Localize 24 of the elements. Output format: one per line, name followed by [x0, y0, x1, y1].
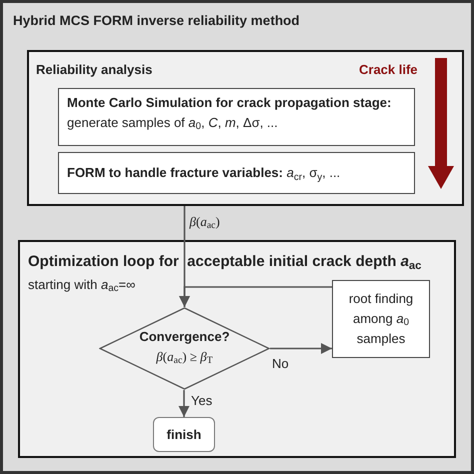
- arrow: [178, 286, 332, 307]
- direction-label: Crack life: [359, 61, 418, 79]
- edge-label: No: [272, 354, 289, 372]
- edge-label: β(a$_{ac}$): [190, 213, 220, 232]
- arrow: [270, 342, 332, 354]
- section-panel: [27, 50, 464, 206]
- panel-heading: Optimization loop for acceptable initial crack depth a$_{ac}$: [28, 252, 422, 274]
- panel-title: Hybrid MCS FORM inverse reliability method: [13, 12, 300, 30]
- box-text: FORM to handle fracture variables: a$_{cr}$, σ$_{y}$, ...: [67, 164, 340, 183]
- box-text: Monte Carlo Simulation for crack propagation stage: generate samples of a$_{0}$, C, m, Δσ, ...: [67, 94, 392, 133]
- box-text: root finding among a$_{0}$ samples: [348, 290, 414, 348]
- decision-question: Convergence?: [139, 328, 230, 346]
- panel-heading: Reliability analysis: [36, 61, 152, 79]
- section-panel: [18, 240, 456, 458]
- box-text: finish: [166, 426, 202, 444]
- decision-diamond: [99, 307, 270, 390]
- process-box: [332, 280, 430, 358]
- process-box: [58, 152, 415, 194]
- edge-label: Yes: [191, 392, 212, 410]
- terminal-box: [153, 417, 215, 452]
- process-box: [58, 88, 415, 146]
- note-text: starting with a$_{ac}$=∞: [28, 276, 136, 294]
- arrow: [178, 390, 190, 417]
- condition-formula: β(a$_{ac}$) ≥ β$_{T}$: [156, 348, 213, 366]
